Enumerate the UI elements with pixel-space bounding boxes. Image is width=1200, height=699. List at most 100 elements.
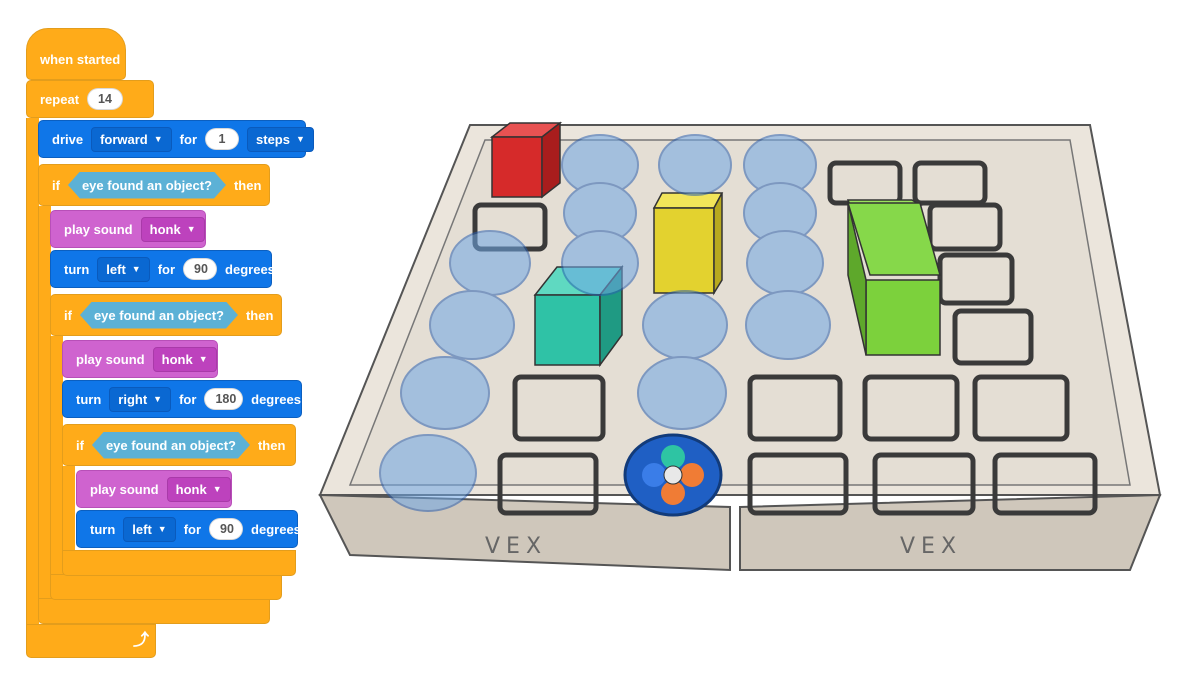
turn-unit-label-3: degrees: [251, 521, 301, 537]
if-label-3: if: [76, 437, 84, 453]
when-started-block[interactable]: when started: [26, 28, 126, 80]
red-cube: [489, 121, 563, 199]
turn-block-2[interactable]: turn right ▼ for 180 degrees: [62, 380, 302, 418]
if-label-1: if: [52, 177, 60, 193]
turn-direction-dropdown-2[interactable]: right ▼: [109, 386, 172, 412]
repeat-label: repeat: [40, 91, 80, 107]
if-block-1[interactable]: if eye found an object? then: [38, 164, 270, 206]
play-sound-block-2[interactable]: play sound honk ▼: [62, 340, 218, 378]
turn-amount-input-3[interactable]: 90: [209, 518, 244, 540]
sound-value-1: honk: [149, 221, 181, 237]
repeat-arm: [26, 118, 39, 626]
turn-amount-input-1[interactable]: 90: [183, 258, 218, 280]
if-arm-3: [62, 466, 75, 552]
sound-dropdown-1[interactable]: honk ▼: [140, 216, 205, 242]
grid-square: [992, 452, 1098, 516]
if-arm-2: [50, 336, 63, 576]
red-cube-side: [541, 121, 561, 199]
turn-unit-label-2: degrees: [251, 391, 301, 407]
if-foot-2: [50, 574, 282, 600]
play-sound-label-1: play sound: [64, 221, 133, 237]
sound-dropdown-3[interactable]: honk ▼: [166, 476, 231, 502]
turn-label-1: turn: [64, 261, 90, 277]
turn-block-1[interactable]: turn left▼ for 90 degrees: [50, 250, 275, 288]
green-block: [846, 199, 941, 356]
vex-logo-left: VEX: [485, 534, 547, 559]
turn-label-2: turn: [76, 391, 102, 407]
turn-direction-value-1: left: [106, 261, 126, 277]
turn-direction-value-3: left: [132, 521, 152, 537]
drive-direction-dropdown[interactable]: forward ▼: [91, 126, 172, 152]
robot-face-down: [661, 481, 685, 505]
play-sound-block-1[interactable]: play sound honk ▼: [50, 210, 206, 248]
grid-square: [747, 374, 843, 442]
yellow-block-side: [713, 192, 723, 296]
repeat-count-input[interactable]: 14: [87, 88, 123, 110]
repeat-block[interactable]: repeat 14: [26, 80, 154, 118]
drive-unit-value: steps: [256, 131, 290, 147]
sound-value-3: honk: [175, 481, 207, 497]
eye-found-object-sensor-3[interactable]: eye found an object?: [92, 432, 250, 459]
grid-square: [512, 374, 606, 442]
turn-amount-input-2[interactable]: 180: [204, 388, 244, 410]
if-block-2[interactable]: if eye found an object? then: [50, 294, 282, 336]
robot-ghost: [429, 290, 515, 360]
robot-ghost: [379, 434, 477, 512]
sound-dropdown-2[interactable]: honk ▼: [152, 346, 217, 372]
drive-for-label: for: [179, 131, 198, 147]
robot-ghost: [449, 230, 531, 296]
robot-face-up: [661, 445, 685, 469]
play-sound-label-2: play sound: [76, 351, 145, 367]
turn-for-label-3: for: [183, 521, 202, 537]
sound-value-2: honk: [161, 351, 193, 367]
play-sound-block-3[interactable]: play sound honk ▼: [76, 470, 232, 508]
chevron-down-icon: ▼: [153, 134, 163, 144]
chevron-down-icon: ▼: [186, 224, 196, 234]
turn-block-3[interactable]: turn left▼ for 90 degrees: [76, 510, 301, 548]
loop-arrow-icon: ⤴: [133, 632, 150, 649]
when-started-label: when started: [40, 51, 121, 67]
grid-square: [497, 452, 599, 516]
robot-ghost: [658, 134, 732, 196]
vex-logo-right: VEX: [900, 534, 962, 559]
chevron-down-icon: ▼: [212, 484, 222, 494]
if-foot-1: [38, 598, 270, 624]
turn-direction-dropdown-1[interactable]: left▼: [97, 256, 150, 282]
eye-found-object-sensor-2[interactable]: eye found an object?: [80, 302, 238, 329]
if-arm-1: [38, 206, 51, 600]
drive-unit-dropdown[interactable]: steps ▼: [247, 126, 314, 152]
chevron-down-icon: ▼: [198, 354, 208, 364]
robot-face-right: [680, 463, 704, 487]
teal-block-front: [534, 294, 601, 366]
robot-ghost: [642, 290, 728, 360]
if-block-3[interactable]: if eye found an object? then: [62, 424, 296, 466]
drive-direction-value: forward: [100, 131, 148, 147]
repeat-foot: ⤴: [26, 624, 156, 658]
turn-for-label-2: for: [179, 391, 197, 407]
if-foot-3: [62, 550, 296, 576]
turn-direction-dropdown-3[interactable]: left ▼: [123, 516, 176, 542]
robot-center: [663, 465, 683, 485]
robot-face-left: [642, 463, 666, 487]
robot-ghost: [637, 356, 727, 430]
robot-ghost: [745, 290, 831, 360]
vr-robot: [623, 433, 723, 517]
then-label-2: then: [245, 307, 274, 323]
grid-square: [972, 374, 1070, 442]
chevron-down-icon: ▼: [295, 134, 305, 144]
chevron-down-icon: ▼: [157, 524, 167, 534]
turn-direction-value-2: right: [118, 391, 148, 407]
drive-amount-input[interactable]: 1: [205, 128, 240, 150]
grid-square: [747, 452, 849, 516]
chevron-down-icon: ▼: [153, 394, 163, 404]
grid-square: [937, 252, 1015, 306]
play-sound-label-3: play sound: [90, 481, 159, 497]
then-label-1: then: [233, 177, 262, 193]
if-label-2: if: [64, 307, 72, 323]
front-wall-left: [318, 493, 731, 572]
robot-ghosts: [379, 134, 831, 512]
drive-block[interactable]: drive forward▼ for 1 steps▼: [38, 120, 314, 158]
turn-unit-label-1: degrees: [225, 261, 275, 277]
red-cube-front: [491, 136, 543, 198]
eye-found-object-sensor-1[interactable]: eye found an object?: [68, 172, 226, 199]
